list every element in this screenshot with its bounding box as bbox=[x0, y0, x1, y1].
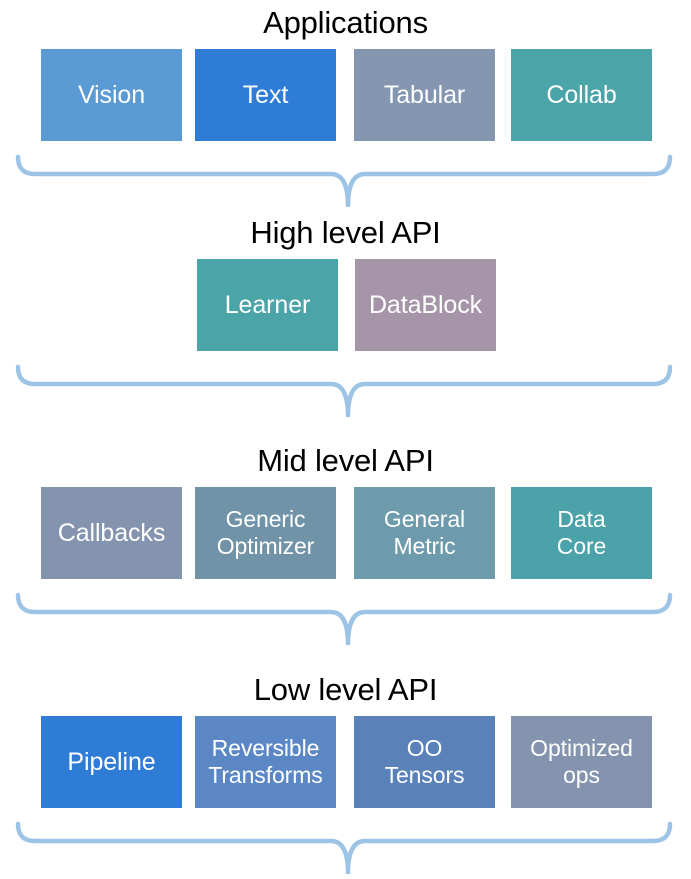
node-box-general-metric[interactable]: General Metric bbox=[354, 487, 495, 579]
layer-applications: Applications Vision Text Tabular Collab bbox=[0, 4, 691, 207]
box-row-high-level-api: Learner DataBlock bbox=[0, 259, 691, 351]
layer-title-applications: Applications bbox=[263, 5, 428, 40]
node-box-tabular[interactable]: Tabular bbox=[354, 49, 495, 141]
node-box-text[interactable]: Text bbox=[195, 49, 336, 141]
layer-title-low-level-api: Low level API bbox=[253, 672, 438, 707]
node-box-generic-optimizer[interactable]: Generic Optimizer bbox=[195, 487, 336, 579]
node-box-reversible-transforms[interactable]: Reversible Transforms bbox=[195, 716, 336, 808]
node-box-vision[interactable]: Vision bbox=[41, 49, 182, 141]
box-row-low-level-api: Pipeline Reversible Transforms OO Tensor… bbox=[0, 716, 691, 808]
box-row-mid-level-api: Callbacks Generic Optimizer General Metr… bbox=[0, 487, 691, 579]
layer-mid-level-api: Mid level API Callbacks Generic Optimize… bbox=[0, 442, 691, 645]
node-box-collab[interactable]: Collab bbox=[511, 49, 652, 141]
node-box-pipeline[interactable]: Pipeline bbox=[41, 716, 182, 808]
layer-title-mid-level-api: Mid level API bbox=[257, 443, 434, 478]
layer-low-level-api: Low level API Pipeline Reversible Transf… bbox=[0, 671, 691, 874]
node-box-oo-tensors[interactable]: OO Tensors bbox=[354, 716, 495, 808]
node-box-datablock[interactable]: DataBlock bbox=[355, 259, 496, 351]
layer-high-level-api: High level API Learner DataBlock bbox=[0, 214, 691, 417]
brace-low-level-api bbox=[0, 818, 691, 874]
node-box-optimized-ops[interactable]: Optimized ops bbox=[511, 716, 652, 808]
node-box-callbacks[interactable]: Callbacks bbox=[41, 487, 182, 579]
brace-mid-level-api bbox=[0, 589, 691, 645]
layer-title-high-level-api: High level API bbox=[250, 215, 441, 250]
node-box-learner[interactable]: Learner bbox=[197, 259, 338, 351]
brace-high-level-api bbox=[0, 361, 691, 417]
box-row-applications: Vision Text Tabular Collab bbox=[0, 49, 691, 141]
brace-applications bbox=[0, 151, 691, 207]
node-box-data-core[interactable]: Data Core bbox=[511, 487, 652, 579]
